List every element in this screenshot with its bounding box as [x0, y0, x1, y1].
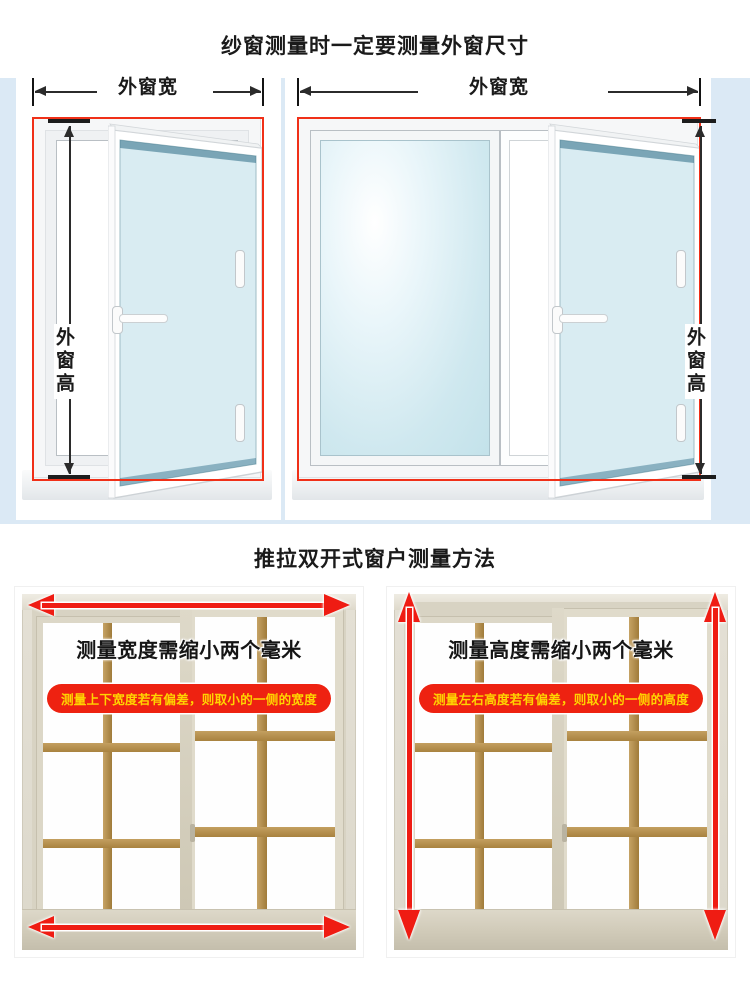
- sash-right-h: [558, 608, 716, 930]
- cap-bottom-right: [682, 475, 716, 479]
- sash-right-w: [186, 608, 344, 930]
- fixed-glass-right: [320, 140, 490, 456]
- sash-lock-h[interactable]: [562, 824, 567, 842]
- cap-bottom-left: [48, 475, 90, 479]
- callout-title-height: 测量高度需缩小两个毫米: [448, 640, 674, 662]
- height-arrow-left: [398, 592, 420, 940]
- callout-badge-width: 测量上下宽度若有偏差，则取小的一侧的宽度: [46, 684, 332, 713]
- width-label-left: 外窗宽: [117, 77, 178, 98]
- frame-catch-upper-left: [235, 250, 245, 288]
- cap-top-right: [682, 119, 716, 123]
- open-sash-left: [108, 123, 264, 499]
- sliding-diagram-section: 测量宽度需缩小两个毫米 测量上下宽度若有偏差，则取小的一侧的宽度: [0, 586, 750, 966]
- width-arrow-bottom: [28, 916, 350, 938]
- sliding-panel-height: 测量高度需缩小两个毫米 测量左右高度若有偏差，则取小的一侧的高度: [386, 586, 736, 958]
- page-title-casement: 纱窗测量时一定要测量外窗尺寸: [221, 35, 529, 58]
- width-arrow-top: [28, 594, 350, 616]
- height-label-left: 外窗高: [53, 324, 74, 399]
- sash-handle-bar-right[interactable]: [559, 314, 608, 323]
- frame-catch-lower-right: [676, 404, 686, 442]
- section-divider: [0, 520, 750, 524]
- frame-catch-upper-right: [676, 250, 686, 288]
- width-indicator-left: 外窗宽: [32, 77, 264, 108]
- height-indicator-right: [688, 126, 714, 474]
- width-indicator-right: 外窗宽: [297, 77, 701, 108]
- callout-badge-height: 测量左右高度若有偏差，则取小的一侧的高度: [418, 684, 704, 713]
- open-sash-right: [548, 123, 702, 499]
- height-label-right: 外窗高: [684, 324, 705, 399]
- sliding-panel-width: 测量宽度需缩小两个毫米 测量上下宽度若有偏差，则取小的一侧的宽度: [14, 586, 364, 958]
- cap-top-left: [48, 119, 90, 123]
- sash-left-w: [36, 616, 191, 928]
- page-title-sliding: 推拉双开式窗户测量方法: [254, 548, 496, 571]
- sash-lock-w[interactable]: [190, 824, 195, 842]
- window-bottom-sill-h: [394, 909, 728, 950]
- height-indicator-left: [57, 126, 83, 474]
- width-label-right: 外窗宽: [468, 77, 529, 98]
- casement-diagram-section: 外窗高 外窗宽: [0, 77, 750, 520]
- sash-handle-bar-left[interactable]: [119, 314, 168, 323]
- frame-catch-lower-left: [235, 404, 245, 442]
- callout-title-width: 测量宽度需缩小两个毫米: [76, 640, 302, 662]
- height-arrow-right: [704, 592, 726, 940]
